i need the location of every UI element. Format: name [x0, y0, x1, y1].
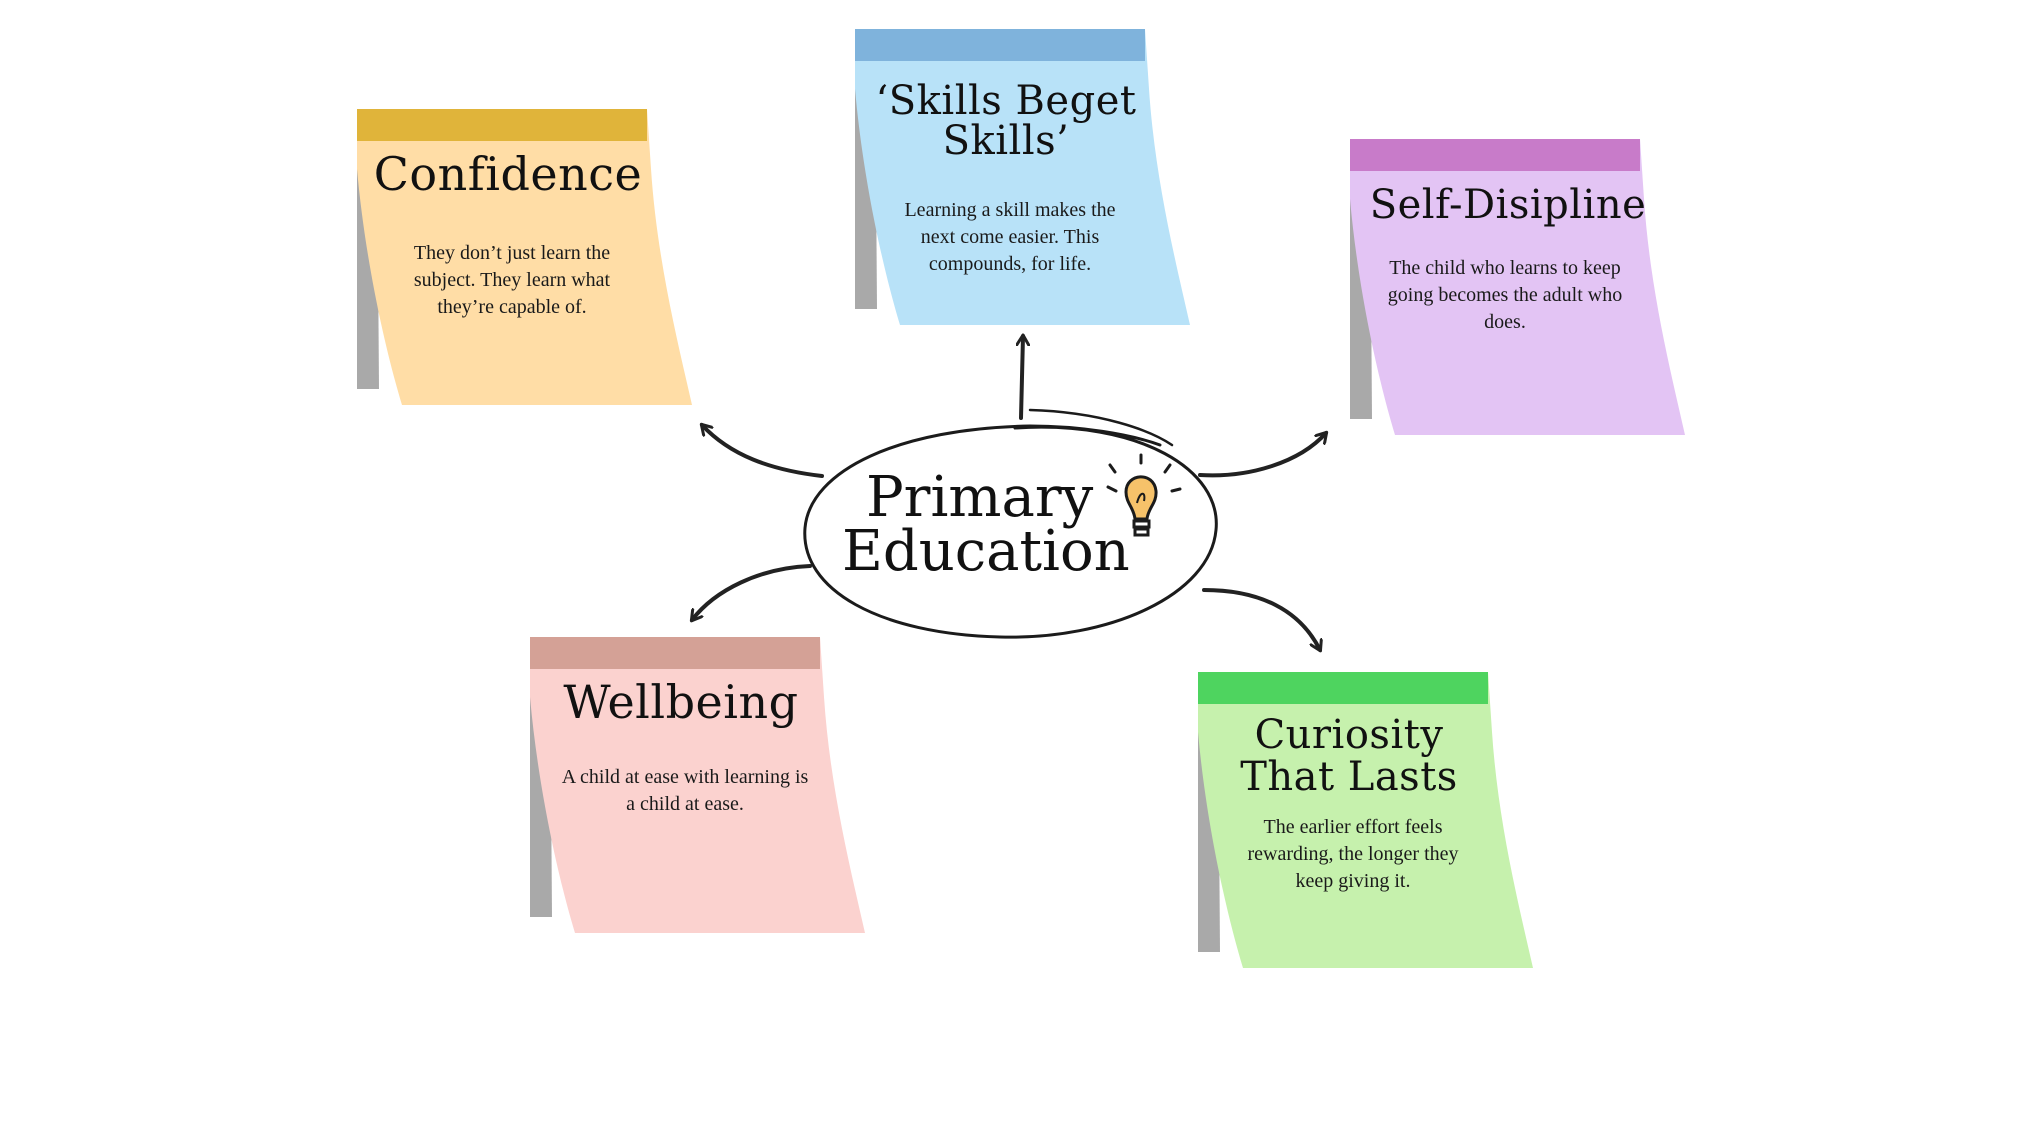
arrow-to-curiosity [1202, 588, 1320, 650]
sticky-note-curiosity-that-lasts: Curiosity That Lasts The earlier effort … [1198, 672, 1533, 968]
sticky-note-skills-beget-skills: ‘Skills Beget Skills’ Learning a skill m… [855, 29, 1190, 325]
center-title-line1: Primary [866, 465, 1094, 530]
arrow-to-skills [1021, 336, 1023, 420]
sticky-note-confidence: Confidence They don’t just learn the sub… [357, 109, 692, 405]
note-body: Learning a skill makes the next come eas… [904, 199, 1116, 275]
note-title: Self-Disipline [1369, 182, 1647, 228]
sticky-note-paper [530, 637, 865, 933]
note-title: Wellbeing [563, 675, 799, 729]
note-body: The child who learns to keep going becom… [1387, 257, 1623, 333]
center-node [803, 408, 1218, 639]
lightbulb-icon [1106, 453, 1182, 537]
sticky-note-wellbeing: Wellbeing A child at ease with learning … [530, 637, 865, 933]
sticky-note-paper [1350, 139, 1685, 435]
note-title: ‘Skills Beget Skills’ [875, 78, 1137, 164]
note-body: A child at ease with learning is a child… [561, 766, 809, 815]
note-body: They don’t just learn the subject. They … [413, 242, 611, 318]
sticky-note-paper [357, 109, 692, 405]
note-body: The earlier effort feels rewarding, the … [1247, 816, 1459, 892]
sticky-note-self-discipline: Self-Disipline The child who learns to k… [1350, 139, 1685, 435]
note-title: Curiosity That Lasts [1240, 712, 1458, 800]
arrow-to-confidence [702, 425, 824, 478]
arrow-to-self-discipline [1198, 433, 1326, 478]
note-title: Confidence [373, 147, 643, 201]
arrow-to-wellbeing [692, 564, 812, 620]
sticky-note-paper [855, 29, 1190, 325]
sticky-note-paper [1198, 672, 1533, 968]
center-title-line2: Education [842, 519, 1130, 584]
